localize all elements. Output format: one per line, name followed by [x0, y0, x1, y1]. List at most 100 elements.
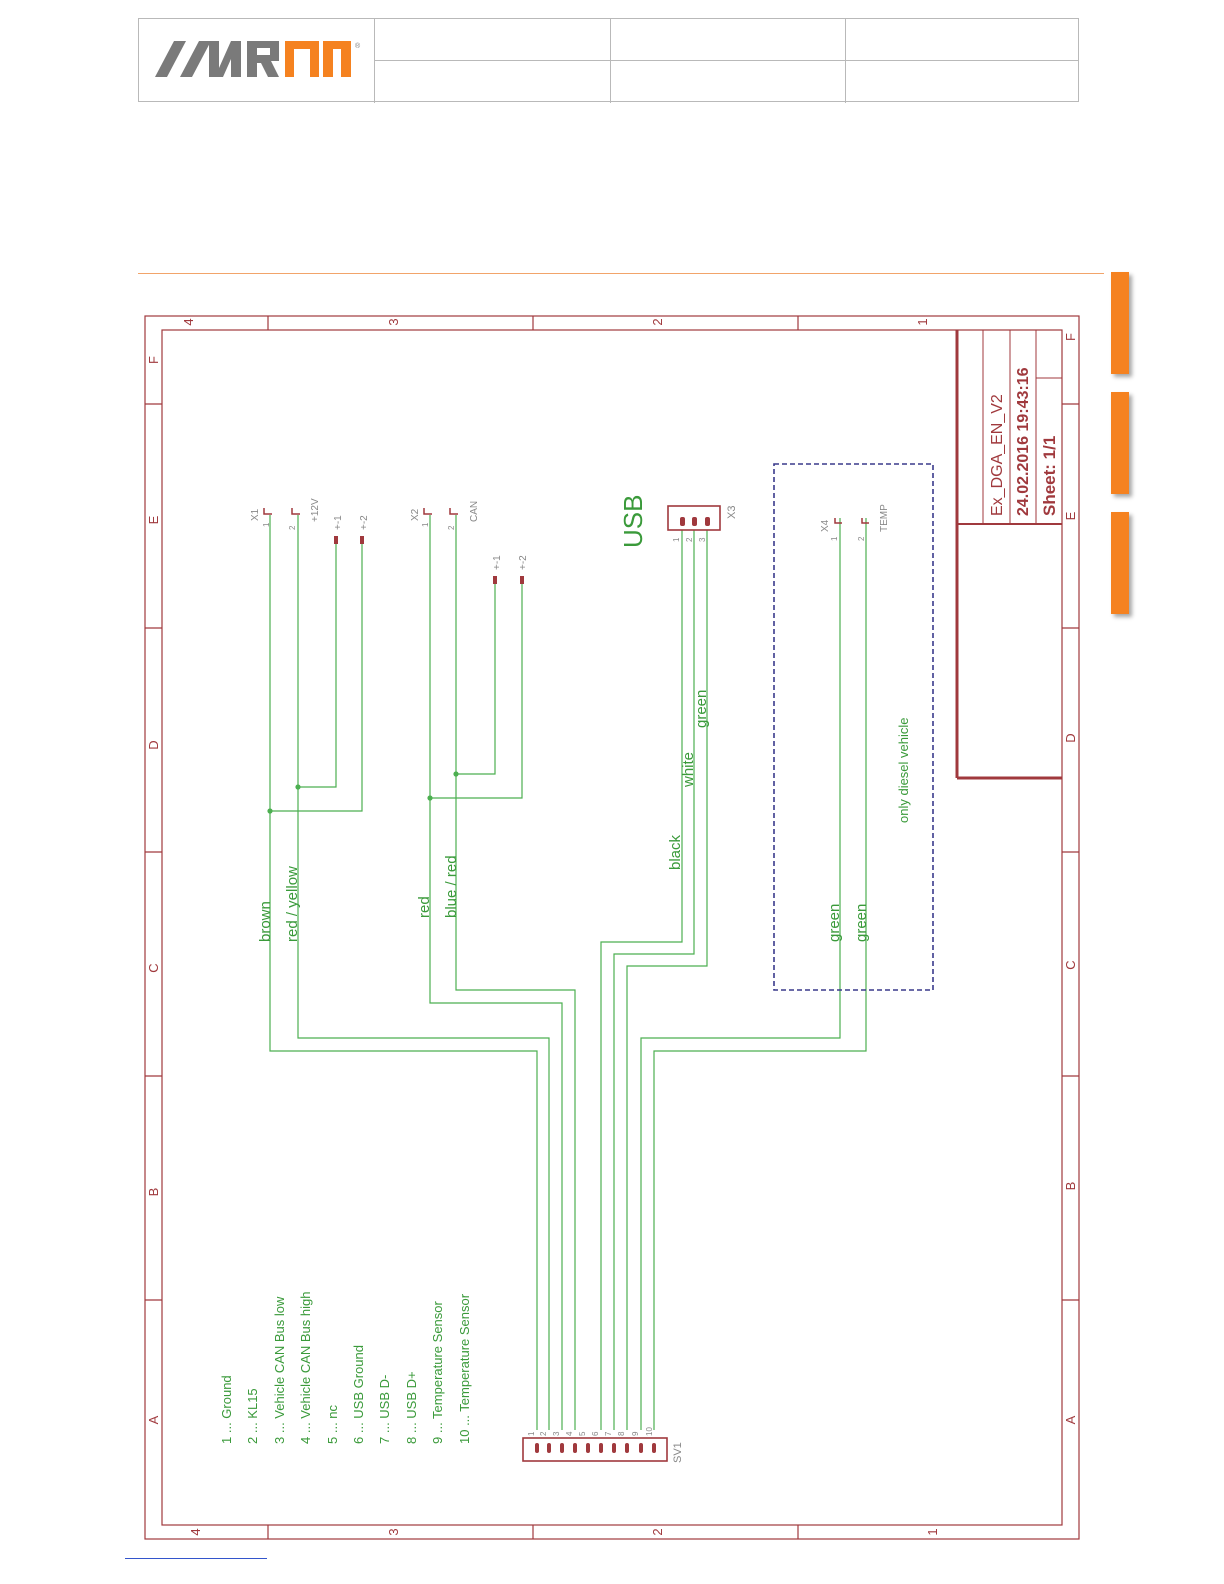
label-white: white — [680, 752, 697, 788]
row-label-b-right: B — [1063, 1182, 1078, 1191]
label-brown: brown — [257, 901, 274, 942]
wire-x2-fuse2 — [430, 583, 523, 799]
label-red-yellow: red / yellow — [284, 866, 301, 942]
x2-value: CAN — [469, 501, 480, 522]
diesel-only-region — [773, 463, 934, 991]
label-green-usb: green — [693, 690, 710, 728]
x2-name: X2 — [410, 508, 421, 521]
x3-pin1: 1 — [672, 537, 681, 542]
connector-sv1: 1 2 3 4 5 6 7 8 9 10 SV1 — [522, 1427, 684, 1463]
row-label-d: D — [146, 740, 161, 749]
wire-x1-fuse2 — [270, 543, 363, 812]
x4-value: TEMP — [879, 504, 890, 532]
fuse-terminals — [334, 536, 524, 584]
x1-pin2: 2 — [288, 525, 297, 530]
x2-pin2: 2 — [447, 525, 456, 530]
x1-value: +12V — [310, 498, 321, 522]
wire-green-usb — [626, 530, 708, 1430]
col-label-4: 4 — [181, 318, 196, 325]
wire-brown — [269, 515, 538, 1430]
logo: ® — [139, 19, 374, 103]
x3-pin3: 3 — [698, 537, 707, 542]
wire-red — [429, 515, 563, 1430]
sv1-pin-2: 2 — [539, 1431, 548, 1436]
logo-mark: ® — [155, 41, 361, 77]
wires — [269, 515, 867, 1430]
legend-item: 1 ... Ground — [219, 1375, 234, 1444]
row-label-a-right: A — [1063, 1415, 1078, 1424]
sv1-pins — [535, 1443, 656, 1453]
header-cell — [610, 19, 845, 103]
title-date: 24.02.2016 19:43:16 — [1015, 367, 1032, 516]
col-label-1-bottom: 1 — [925, 1528, 940, 1535]
x4-pin2: 2 — [857, 536, 866, 541]
wire-blue-red — [455, 515, 576, 1430]
wire-green-temp-2 — [653, 518, 867, 1430]
header-divider — [374, 60, 1078, 61]
wire-x1-fuse1 — [298, 543, 337, 788]
side-tab[interactable] — [1111, 392, 1129, 494]
sv1-name: SV1 — [672, 1442, 684, 1463]
wire-red-yellow — [297, 515, 550, 1430]
x1-fuse2-label: +-2 — [359, 515, 370, 530]
title-name: Ex_DGA_EN_V2 — [989, 394, 1006, 516]
svg-text:®: ® — [355, 42, 361, 50]
legend-item: 6 ... USB Ground — [351, 1345, 366, 1444]
row-label-e: E — [146, 515, 161, 524]
legend-item: 9 ... Temperature Sensor — [430, 1300, 445, 1444]
wire-white — [613, 530, 695, 1430]
row-label-c: C — [146, 963, 161, 972]
usb-title: USB — [618, 495, 648, 548]
x3-name: X3 — [726, 506, 738, 519]
sv1-pin-9: 9 — [631, 1431, 640, 1436]
diesel-note: only diesel vehicle — [896, 717, 911, 823]
col-label-2-bottom: 2 — [650, 1528, 665, 1535]
x1-name: X1 — [250, 508, 261, 521]
col-label-1: 1 — [915, 318, 930, 325]
side-tab[interactable] — [1111, 512, 1129, 614]
x2-pin1: 1 — [421, 522, 430, 527]
footer-link-underline[interactable] — [125, 1558, 267, 1559]
drawing-frame — [144, 315, 1080, 1540]
row-label-d-right: D — [1063, 733, 1078, 742]
x2-fuse2-label: +-2 — [518, 555, 529, 570]
junctions — [267, 771, 459, 814]
row-label-a: A — [146, 1415, 161, 1424]
row-label-f-right: F — [1063, 333, 1078, 341]
title-block: Ex_DGA_EN_V2 24.02.2016 19:43:16 Sheet: … — [955, 330, 1062, 780]
legend-item: 5 ... nc — [325, 1404, 340, 1444]
legend-item: 3 ... Vehicle CAN Bus low — [272, 1296, 287, 1444]
col-label-3: 3 — [386, 318, 401, 325]
row-label-f: F — [146, 356, 161, 364]
side-tab[interactable] — [1111, 272, 1129, 374]
section-rule — [138, 273, 1104, 274]
sv1-pin-6: 6 — [591, 1431, 600, 1436]
sv1-pin-7: 7 — [604, 1431, 613, 1436]
pin-legend: 1 ... Ground 2 ... KL15 3 ... Vehicle CA… — [219, 1292, 472, 1444]
header-cell — [845, 19, 1080, 103]
sv1-pin-1: 1 — [527, 1431, 536, 1436]
sv1-pin-3: 3 — [552, 1431, 561, 1436]
col-label-3-bottom: 3 — [386, 1528, 401, 1535]
x4-name: X4 — [820, 519, 831, 532]
legend-item: 8 ... USB D+ — [404, 1371, 419, 1444]
col-label-4-bottom: 4 — [188, 1528, 203, 1535]
wire-green-temp-1 — [640, 518, 841, 1430]
sv1-pin-10: 10 — [645, 1427, 654, 1436]
label-green-temp-2: green — [853, 904, 870, 942]
connector-x2: X2 1 2 CAN — [410, 501, 480, 530]
x4-pin1: 1 — [830, 536, 839, 541]
label-blue-red: blue / red — [443, 855, 460, 918]
title-sheet: Sheet: 1/1 — [1040, 436, 1059, 516]
connector-x1: X1 1 2 +12V — [250, 498, 321, 530]
header-table: ® — [138, 18, 1080, 103]
row-label-c-right: C — [1063, 960, 1078, 969]
x1-fuse1-label: +-1 — [333, 515, 344, 530]
x2-fuse1-label: +-1 — [492, 555, 503, 570]
connector-x4: X4 1 2 TEMP — [820, 504, 890, 541]
sv1-pin-8: 8 — [617, 1431, 626, 1436]
x3-pin2: 2 — [685, 537, 694, 542]
x1-pin1: 1 — [262, 522, 271, 527]
legend-item: 2 ... KL15 — [245, 1388, 260, 1444]
